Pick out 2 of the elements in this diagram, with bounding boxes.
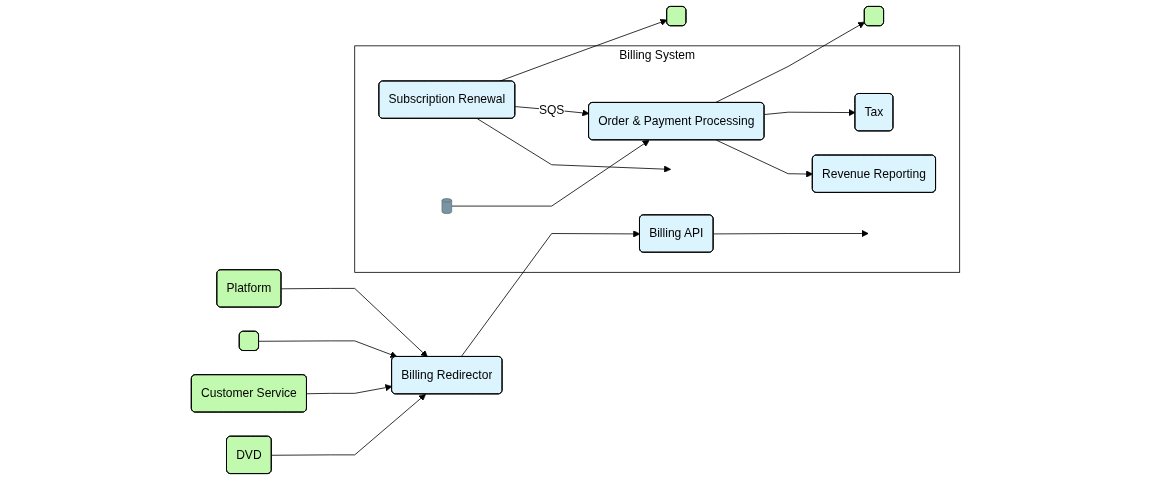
node-cylinder xyxy=(441,198,453,214)
edge-label: SQS xyxy=(538,102,565,116)
